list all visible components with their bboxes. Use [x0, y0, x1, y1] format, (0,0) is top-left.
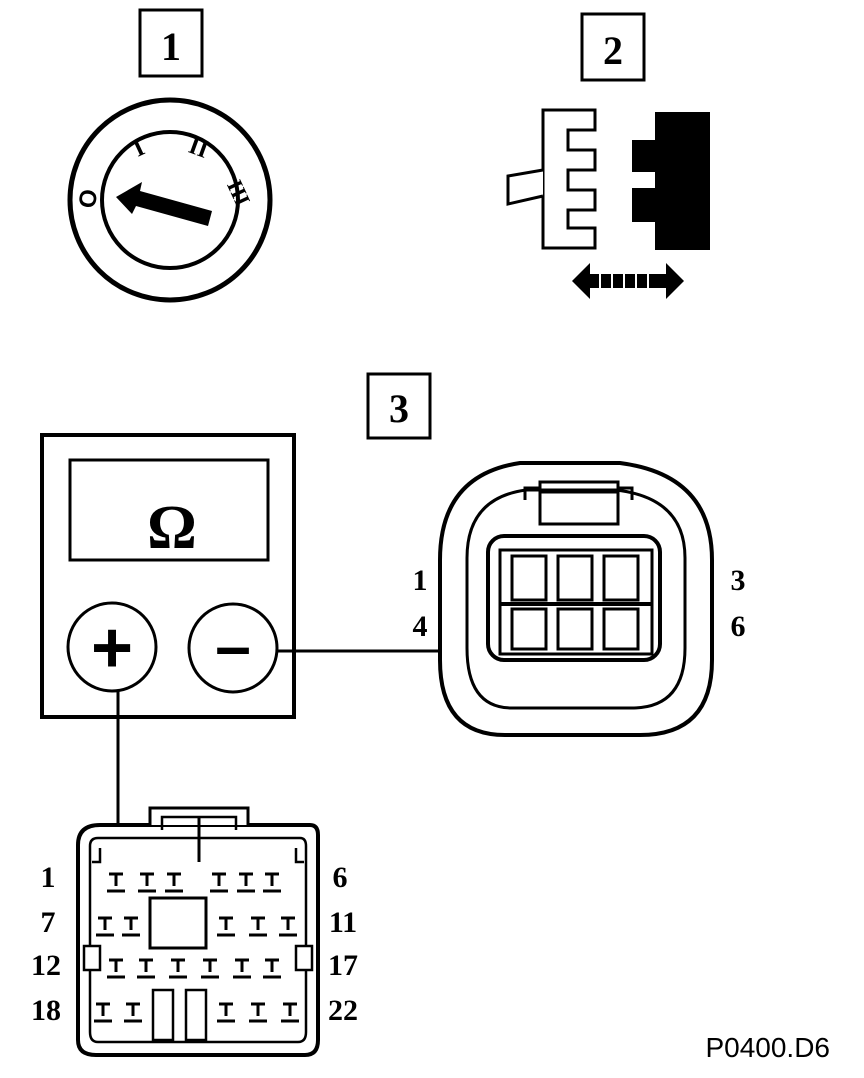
sensor-pin-label-4: 4: [413, 610, 428, 643]
connector-separation-icon: [506, 108, 710, 299]
double-arrow-icon: [572, 263, 684, 299]
ecu-connector: [76, 806, 320, 1057]
switch-position-0: O: [74, 187, 104, 210]
ecu-terminal: [96, 916, 114, 937]
reference-code: P0400.D6: [705, 1032, 830, 1063]
svg-text:–: –: [215, 610, 251, 682]
ecu-terminal: [279, 916, 297, 937]
step-label-2: 2: [580, 12, 646, 82]
ignition-switch-icon: O I II III: [67, 97, 273, 303]
ecu-terminal: [122, 916, 140, 937]
svg-text:2: 2: [603, 28, 623, 73]
step-label-3: 3: [366, 372, 432, 440]
ecu-terminal: [107, 872, 125, 893]
ecu-terminal: [281, 1002, 299, 1023]
ecu-pin-label-17: 17: [328, 949, 358, 982]
ecu-pin-label-18: 18: [31, 994, 61, 1027]
svg-text:1: 1: [161, 24, 181, 69]
ecu-terminal: [249, 1002, 267, 1023]
ecu-pin-label-12: 12: [31, 949, 61, 982]
sensor-pin-label-1: 1: [413, 564, 428, 597]
ecu-terminal: [201, 958, 219, 979]
ecu-pin-label-22: 22: [328, 994, 358, 1027]
svg-text:3: 3: [389, 386, 409, 431]
meter-unit: Ω: [147, 494, 197, 562]
ecu-terminal: [249, 916, 267, 937]
sensor-pin-label-6: 6: [731, 610, 746, 643]
sensor-connector: [438, 461, 714, 737]
ecu-terminal: [210, 872, 228, 893]
meter-plus-terminal: [66, 601, 158, 693]
ecu-terminal: [165, 872, 183, 893]
ecu-terminal: [233, 958, 251, 979]
ecu-terminal: [263, 872, 281, 893]
ecu-terminal: [217, 916, 235, 937]
ecu-pin-label-6: 6: [333, 861, 348, 894]
ecu-terminal: [94, 1002, 112, 1023]
ecu-terminal: [124, 1002, 142, 1023]
ecu-terminal: [263, 958, 281, 979]
ecu-pin-label-11: 11: [329, 906, 357, 939]
switch-pointer-arrow: [116, 182, 212, 226]
ecu-pin-label-1: 1: [41, 861, 56, 894]
step-label-1: 1: [138, 8, 204, 78]
ecu-terminal: [217, 1002, 235, 1023]
ecu-terminal: [138, 872, 156, 893]
ecu-terminal-group: [94, 872, 299, 1023]
ecu-terminal: [107, 958, 125, 979]
ecu-pin-label-7: 7: [41, 906, 56, 939]
ecu-terminal: [237, 872, 255, 893]
svg-text:+: +: [91, 608, 133, 688]
ecu-terminal: [169, 958, 187, 979]
meter-minus-terminal: [187, 602, 279, 694]
sensor-pin-label-3: 3: [731, 564, 746, 597]
ohmmeter-icon: Ω + –: [40, 433, 296, 719]
ecu-terminal: [137, 958, 155, 979]
